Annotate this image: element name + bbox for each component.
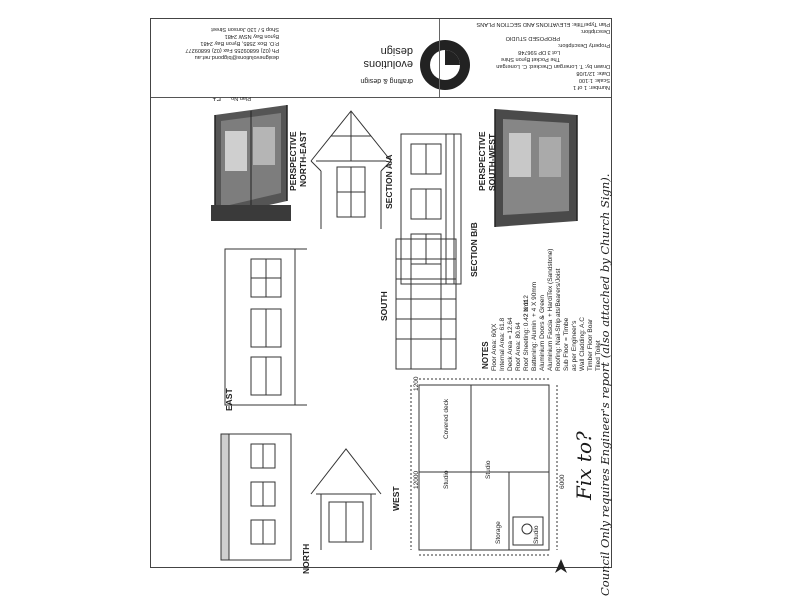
- perspective-ne-image: [211, 101, 291, 221]
- note-line: Wall Cladding: A.C: [579, 317, 586, 371]
- brand-line1: design: [380, 45, 413, 57]
- address-line: Byron Bay NSW 2481: [224, 33, 279, 39]
- project-row: The Pocket Byron Shire: [500, 56, 560, 62]
- title-block: design evolutions drafting & design Shop…: [151, 19, 611, 98]
- address-line: designevolutions@bigpond.net.au: [194, 54, 279, 60]
- perspective-ne-title1: PERSPECTIVE: [288, 131, 298, 191]
- note-line: as per Engineer's: [571, 320, 578, 371]
- project-row: Description:: [580, 28, 610, 34]
- north-label: NORTH: [301, 543, 311, 574]
- room-label: Studio: [485, 460, 492, 479]
- spec-line: 2 X 112: [523, 295, 530, 317]
- note-line: Aluminium Doors &: [539, 315, 546, 371]
- note-line: Deck Area = 12.64: [507, 317, 514, 371]
- note-line: Roof Area: 80.64: [515, 322, 522, 371]
- perspective-sw-title2: SOUTH-WEST: [487, 133, 497, 191]
- north-elevation: [310, 448, 382, 550]
- room-label: Studio: [533, 525, 540, 544]
- room-label: Storage: [495, 521, 502, 544]
- note-line: Aluminium Fascia: [547, 319, 554, 371]
- east-elevation: [224, 248, 307, 406]
- project-row: Drawn by: T. Lonergan Checked: C. Lonerg…: [496, 63, 610, 69]
- project-row: Scale: 1:100: [578, 77, 610, 83]
- spec-line: + 4 X 90mm: [531, 281, 538, 317]
- west-label: WEST: [391, 486, 401, 511]
- perspective-ne-title2: NORTH-EAST: [298, 131, 308, 187]
- brand-logo-icon: [420, 40, 470, 90]
- dimension-label: 1200: [413, 376, 420, 391]
- spec-line: ats/Bearers/Joist: [555, 268, 562, 317]
- drawing-sheet: design evolutions drafting & design Shop…: [150, 18, 612, 574]
- note-line: Internal Area: 61.8: [499, 317, 506, 371]
- note-line: Timber Floor Boar: [587, 318, 594, 371]
- west-elevation: [220, 433, 292, 561]
- spec-line: + HardiTex (Sandstone): [547, 248, 554, 317]
- room-label: Covered deck: [443, 398, 450, 439]
- east-label: EAST: [224, 388, 234, 411]
- north-arrow-icon: [555, 559, 567, 573]
- perspective-sw-title1: PERSPECTIVE: [477, 131, 487, 191]
- note-line: Sub Floor = Timbe: [563, 317, 570, 371]
- perspective-sw-image: [491, 103, 581, 233]
- note-line: Roofing: Nail-Strip: [555, 318, 562, 371]
- project-row: Number: 1 of 1: [573, 84, 610, 90]
- project-row: Property Description:: [557, 42, 610, 48]
- project-info-panel: Plan Type/Title: ELEVATIONS AND SECTION …: [439, 19, 612, 97]
- room-label: Studio: [443, 470, 450, 489]
- note-line: Floor Area: 60(X: [491, 323, 498, 371]
- brand-sub: drafting & design: [360, 77, 413, 84]
- project-row: Lot 3 DP 596748: [518, 49, 560, 55]
- notes-heading: NOTES: [481, 341, 490, 369]
- address-line: P.O. Box 2585, Byron Bay 2481: [200, 40, 279, 46]
- note-line: Battening: Alumin: [531, 320, 538, 371]
- dimension-label: 6000: [559, 474, 566, 489]
- address-line: Shop 5 / 130 Jonson Street: [211, 26, 279, 32]
- section-aa-roof: [310, 110, 392, 229]
- handwritten-note: Fix to?: [572, 431, 596, 500]
- project-row: PROPOSED STUDIO: [505, 35, 560, 41]
- section-bb-label: SECTION B/B: [469, 222, 479, 277]
- handwritten-note: Council Only requires Engineer's report …: [598, 173, 612, 596]
- brand-line2: evolutions: [363, 58, 413, 70]
- spec-line: - Green: [539, 294, 546, 317]
- address-line: Ph (02) 66809255 Fax (02) 66809277: [185, 47, 279, 53]
- dimension-label: 12000: [413, 470, 420, 489]
- project-row: Date: 12/1/08: [576, 70, 610, 76]
- south-label: SOUTH: [379, 291, 389, 321]
- project-row: Plan Type/Title: ELEVATIONS AND SECTION …: [476, 21, 610, 27]
- sheet-label: Plan No.: [229, 95, 251, 101]
- section-bb-framing: [395, 238, 457, 370]
- section-aa-label: SECTION A/A: [384, 154, 394, 209]
- floor-plan: [410, 378, 558, 556]
